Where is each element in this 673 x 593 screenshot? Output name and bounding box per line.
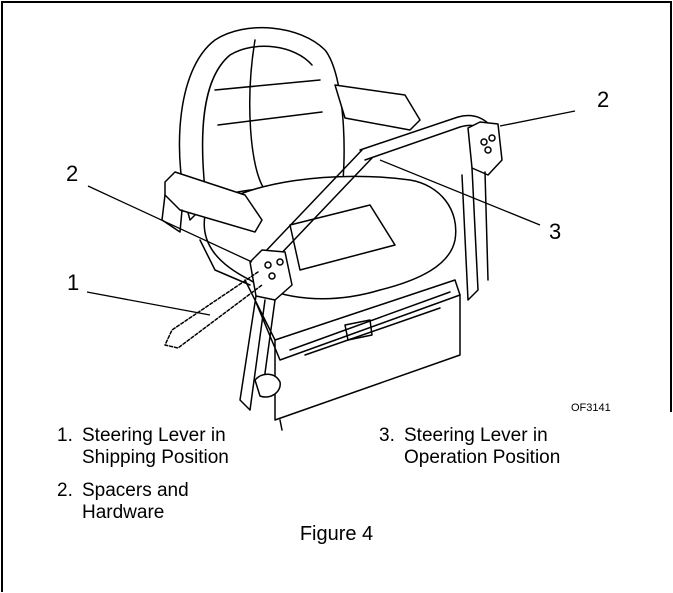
legend-item-3-line2: Operation Position — [404, 447, 561, 468]
legend-item-1-line2: Shipping Position — [82, 447, 229, 468]
legend-item-3-line1: Steering Lever in — [404, 425, 548, 446]
callout-2-left: 2 — [66, 161, 79, 186]
callout-leaders — [86, 110, 576, 316]
legend-item-2-number: 2. — [57, 480, 73, 501]
legend-item-2-line2: Hardware — [82, 502, 165, 523]
legend-item-1-number: 1. — [57, 425, 73, 446]
seat-illustration — [161, 26, 503, 431]
figure-caption: Figure 4 — [299, 523, 374, 545]
callout-2-right: 2 — [597, 87, 610, 112]
legend-item-2-line1: Spacers and — [82, 480, 189, 501]
callout-3: 3 — [549, 219, 562, 244]
legend-item-3-number: 3. — [379, 425, 395, 446]
legend-item-1-line1: Steering Lever in — [82, 425, 226, 446]
image-code: OF3141 — [571, 402, 611, 414]
callout-1: 1 — [67, 270, 80, 295]
